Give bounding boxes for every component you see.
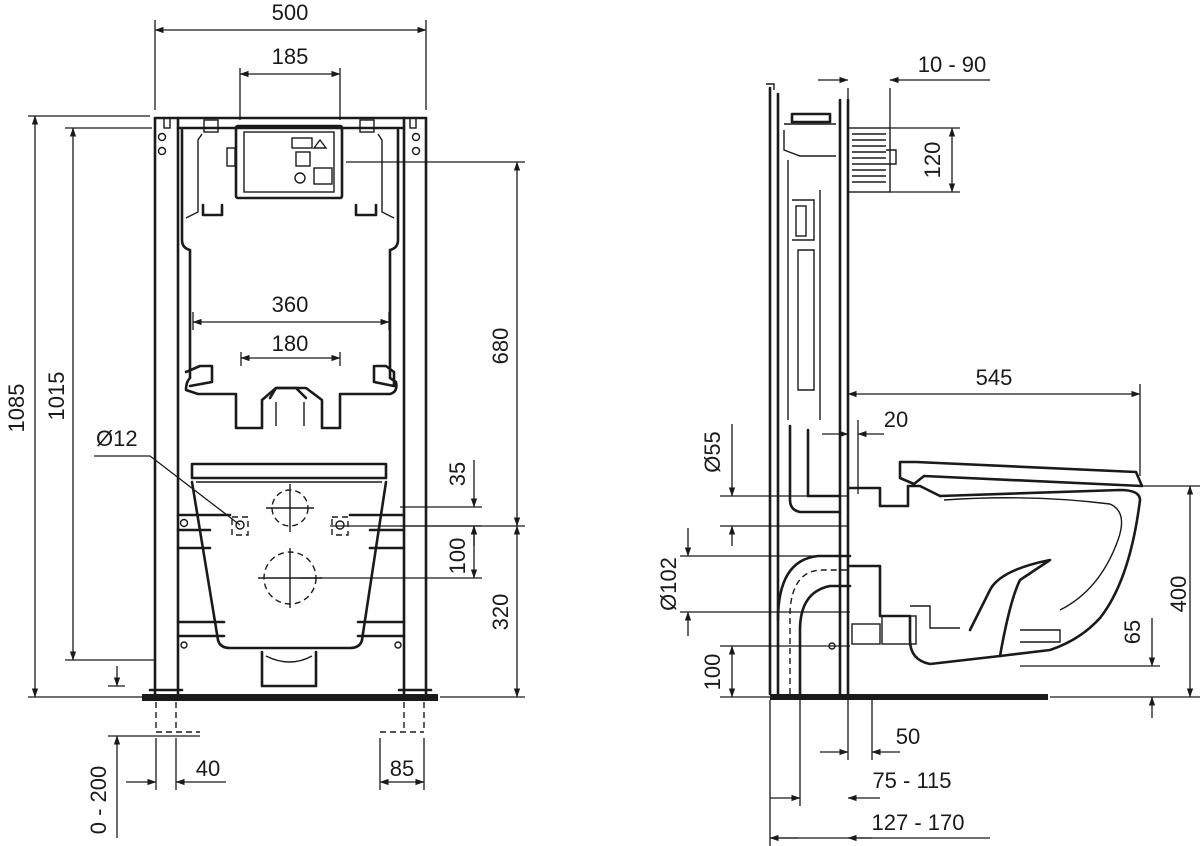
dim-plate-height: 120 — [920, 142, 945, 179]
dim-range-127-170: 127 - 170 — [872, 810, 965, 835]
side-dimensions — [680, 76, 1200, 846]
dim-320: 320 — [488, 594, 513, 631]
dim-plate-width: 185 — [272, 44, 309, 69]
dim-65: 65 — [1120, 620, 1145, 644]
front-floor-plate — [142, 694, 438, 701]
dim-outlet-height: 100 — [700, 654, 725, 691]
dim-foot-right: 85 — [390, 756, 414, 781]
dim-100: 100 — [445, 538, 470, 575]
dim-frame-width: 500 — [272, 0, 309, 25]
side-labels: 10 - 90 120 545 20 Ø55 Ø102 100 400 65 5… — [656, 52, 1191, 835]
dim-35: 35 — [445, 462, 470, 486]
side-floor-plate — [770, 694, 1048, 700]
dim-hole-diameter: Ø12 — [96, 426, 138, 451]
front-bowl-outline — [190, 480, 388, 650]
dim-inlet-diameter: Ø55 — [700, 431, 725, 473]
dim-offset: 20 — [884, 407, 908, 432]
dim-frame-height-total: 1085 — [4, 384, 29, 433]
dim-wall-depth: 10 - 90 — [918, 52, 987, 77]
actuator-opening — [234, 124, 344, 200]
dim-fixing-inner: 180 — [272, 331, 309, 356]
front-frame — [148, 116, 433, 733]
dim-button-height: 680 — [488, 328, 513, 365]
front-view: 500 185 360 180 Ø12 1085 1015 680 35 100… — [4, 0, 525, 838]
side-frame — [766, 83, 1144, 696]
dim-fixing-outer: 360 — [272, 292, 309, 317]
dim-seat-height: 400 — [1166, 576, 1191, 613]
dim-floor-adjust: 0 - 200 — [86, 766, 111, 835]
side-view: 10 - 90 120 545 20 Ø55 Ø102 100 400 65 5… — [656, 52, 1200, 846]
dim-bowl-projection: 545 — [976, 365, 1013, 390]
dim-foot-left: 40 — [196, 756, 220, 781]
dim-outlet-diameter: Ø102 — [656, 557, 681, 611]
front-dimensions — [28, 20, 525, 838]
front-labels: 500 185 360 180 Ø12 1085 1015 680 35 100… — [4, 0, 513, 834]
dim-50: 50 — [896, 724, 920, 749]
dim-frame-height: 1015 — [44, 372, 69, 421]
dim-range-75-115: 75 - 115 — [872, 768, 951, 793]
